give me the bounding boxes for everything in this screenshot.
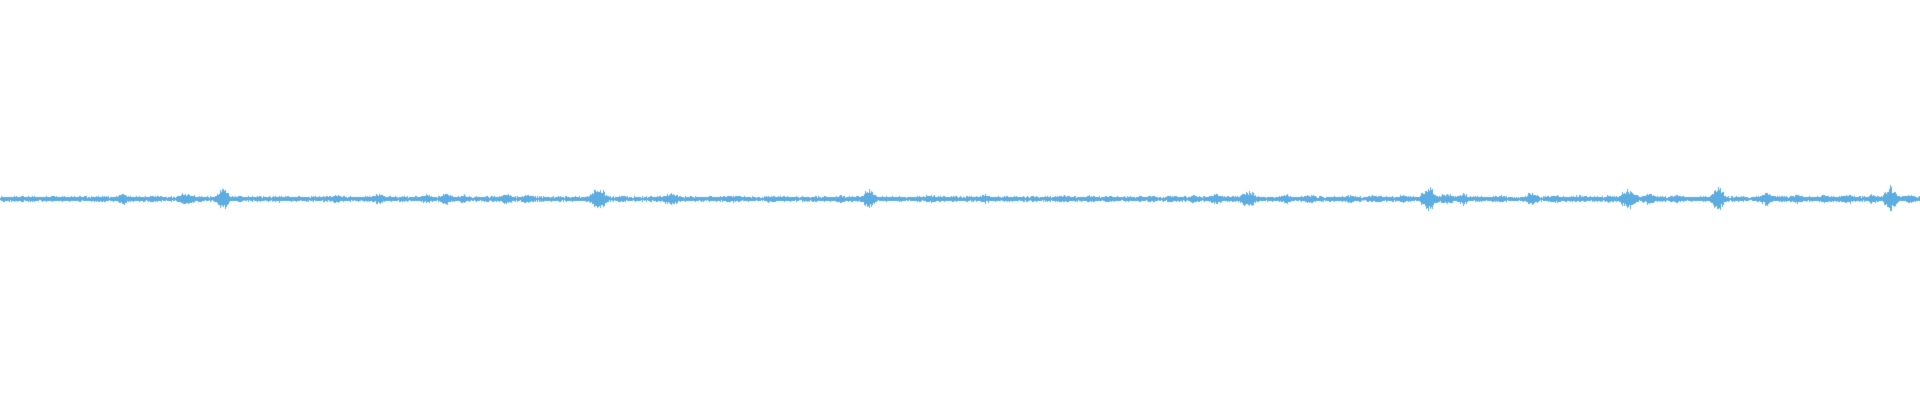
waveform-canvas <box>0 0 1920 400</box>
audio-waveform <box>0 0 1920 400</box>
